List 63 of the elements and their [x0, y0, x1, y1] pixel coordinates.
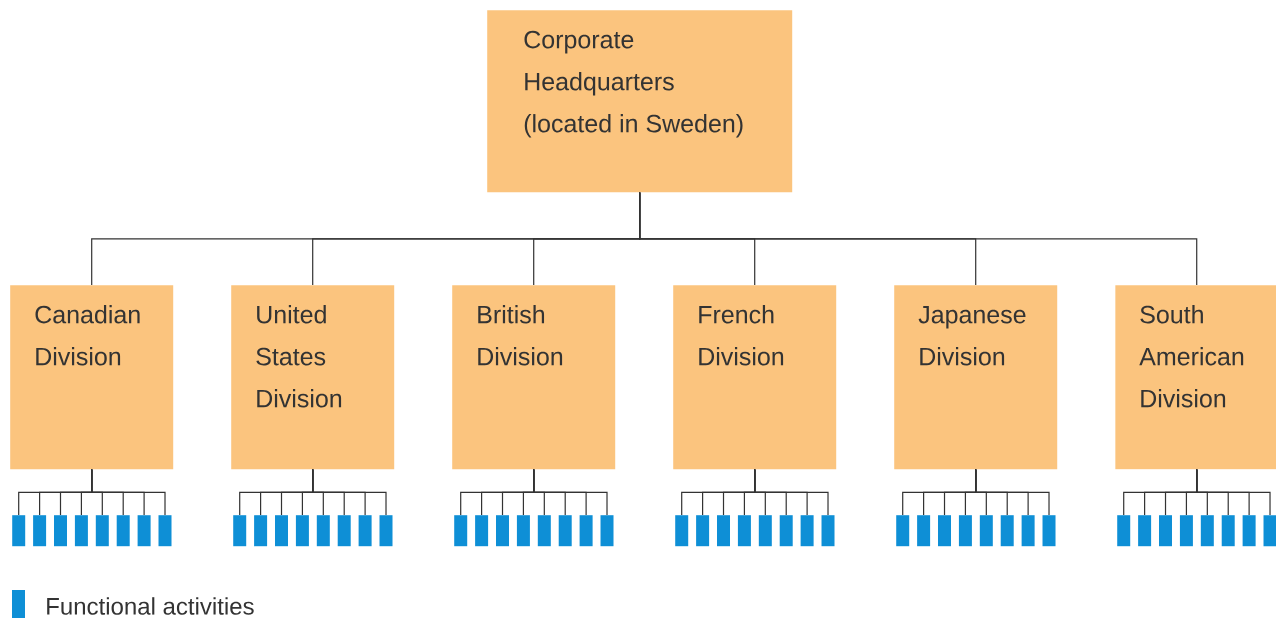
activity-bar	[1179, 515, 1193, 547]
division-box: United States Division	[231, 285, 395, 470]
activity-bar	[938, 515, 951, 547]
activity-bar	[917, 515, 931, 547]
activity-bar	[600, 515, 614, 547]
activity-bar	[958, 515, 972, 547]
activity-bar	[74, 515, 88, 547]
connector-line	[312, 468, 387, 516]
activity-bar	[1000, 515, 1014, 547]
headquarters-box: Corporate Headquarters (located in Sweden)	[487, 10, 793, 193]
connector-line	[533, 468, 608, 516]
activity-bar	[275, 515, 288, 547]
connector-line	[639, 191, 1198, 286]
connector-line	[1196, 468, 1271, 516]
activity-bar	[116, 515, 130, 547]
activity-bar	[496, 515, 509, 547]
activity-bar	[12, 515, 26, 547]
activity-bar	[558, 515, 572, 547]
activity-bar	[1159, 515, 1172, 547]
activity-bar	[158, 515, 172, 547]
activity-bar	[295, 515, 309, 547]
activity-bar	[1200, 515, 1214, 547]
activity-bar	[254, 515, 268, 547]
activity-bar	[1263, 515, 1276, 547]
division-box: British Division	[452, 285, 616, 470]
activity-bar	[1117, 515, 1131, 547]
legend-label: Functional activities	[47, 597, 254, 615]
activity-bar	[358, 515, 372, 547]
connector-line	[91, 468, 166, 516]
division-box: Japanese Division	[894, 285, 1058, 470]
activity-bar	[675, 515, 689, 547]
activity-bar	[758, 515, 772, 547]
division-box: Canadian Division	[10, 285, 174, 470]
connector-line	[754, 468, 829, 516]
activity-bar	[896, 515, 910, 547]
activity-bar	[1242, 515, 1256, 547]
activity-bar	[737, 515, 751, 547]
activity-bar	[696, 515, 710, 547]
activity-bar	[379, 515, 393, 547]
activity-bar	[1221, 515, 1235, 547]
activity-bar	[800, 515, 814, 547]
activity-bar	[233, 515, 247, 547]
activity-bar	[717, 515, 730, 547]
activity-bar	[137, 515, 151, 547]
activity-bar	[337, 515, 351, 547]
activity-bar	[54, 515, 67, 547]
division-box: French Division	[673, 285, 837, 470]
activity-bar	[1042, 515, 1056, 547]
activity-bar	[95, 515, 109, 547]
activity-bar	[779, 515, 793, 547]
activity-bar	[33, 515, 47, 547]
activity-bar	[537, 515, 551, 547]
activity-bar	[1138, 515, 1152, 547]
activity-bar	[821, 515, 835, 547]
activity-bar	[579, 515, 593, 547]
activity-bar	[516, 515, 530, 547]
activity-bar	[316, 515, 330, 547]
connector-line	[975, 468, 1050, 516]
activity-bar	[454, 515, 468, 547]
activity-bar	[979, 515, 993, 547]
division-box: South American Division	[1115, 285, 1276, 470]
activity-bar	[475, 515, 489, 547]
activity-bar	[1021, 515, 1035, 547]
